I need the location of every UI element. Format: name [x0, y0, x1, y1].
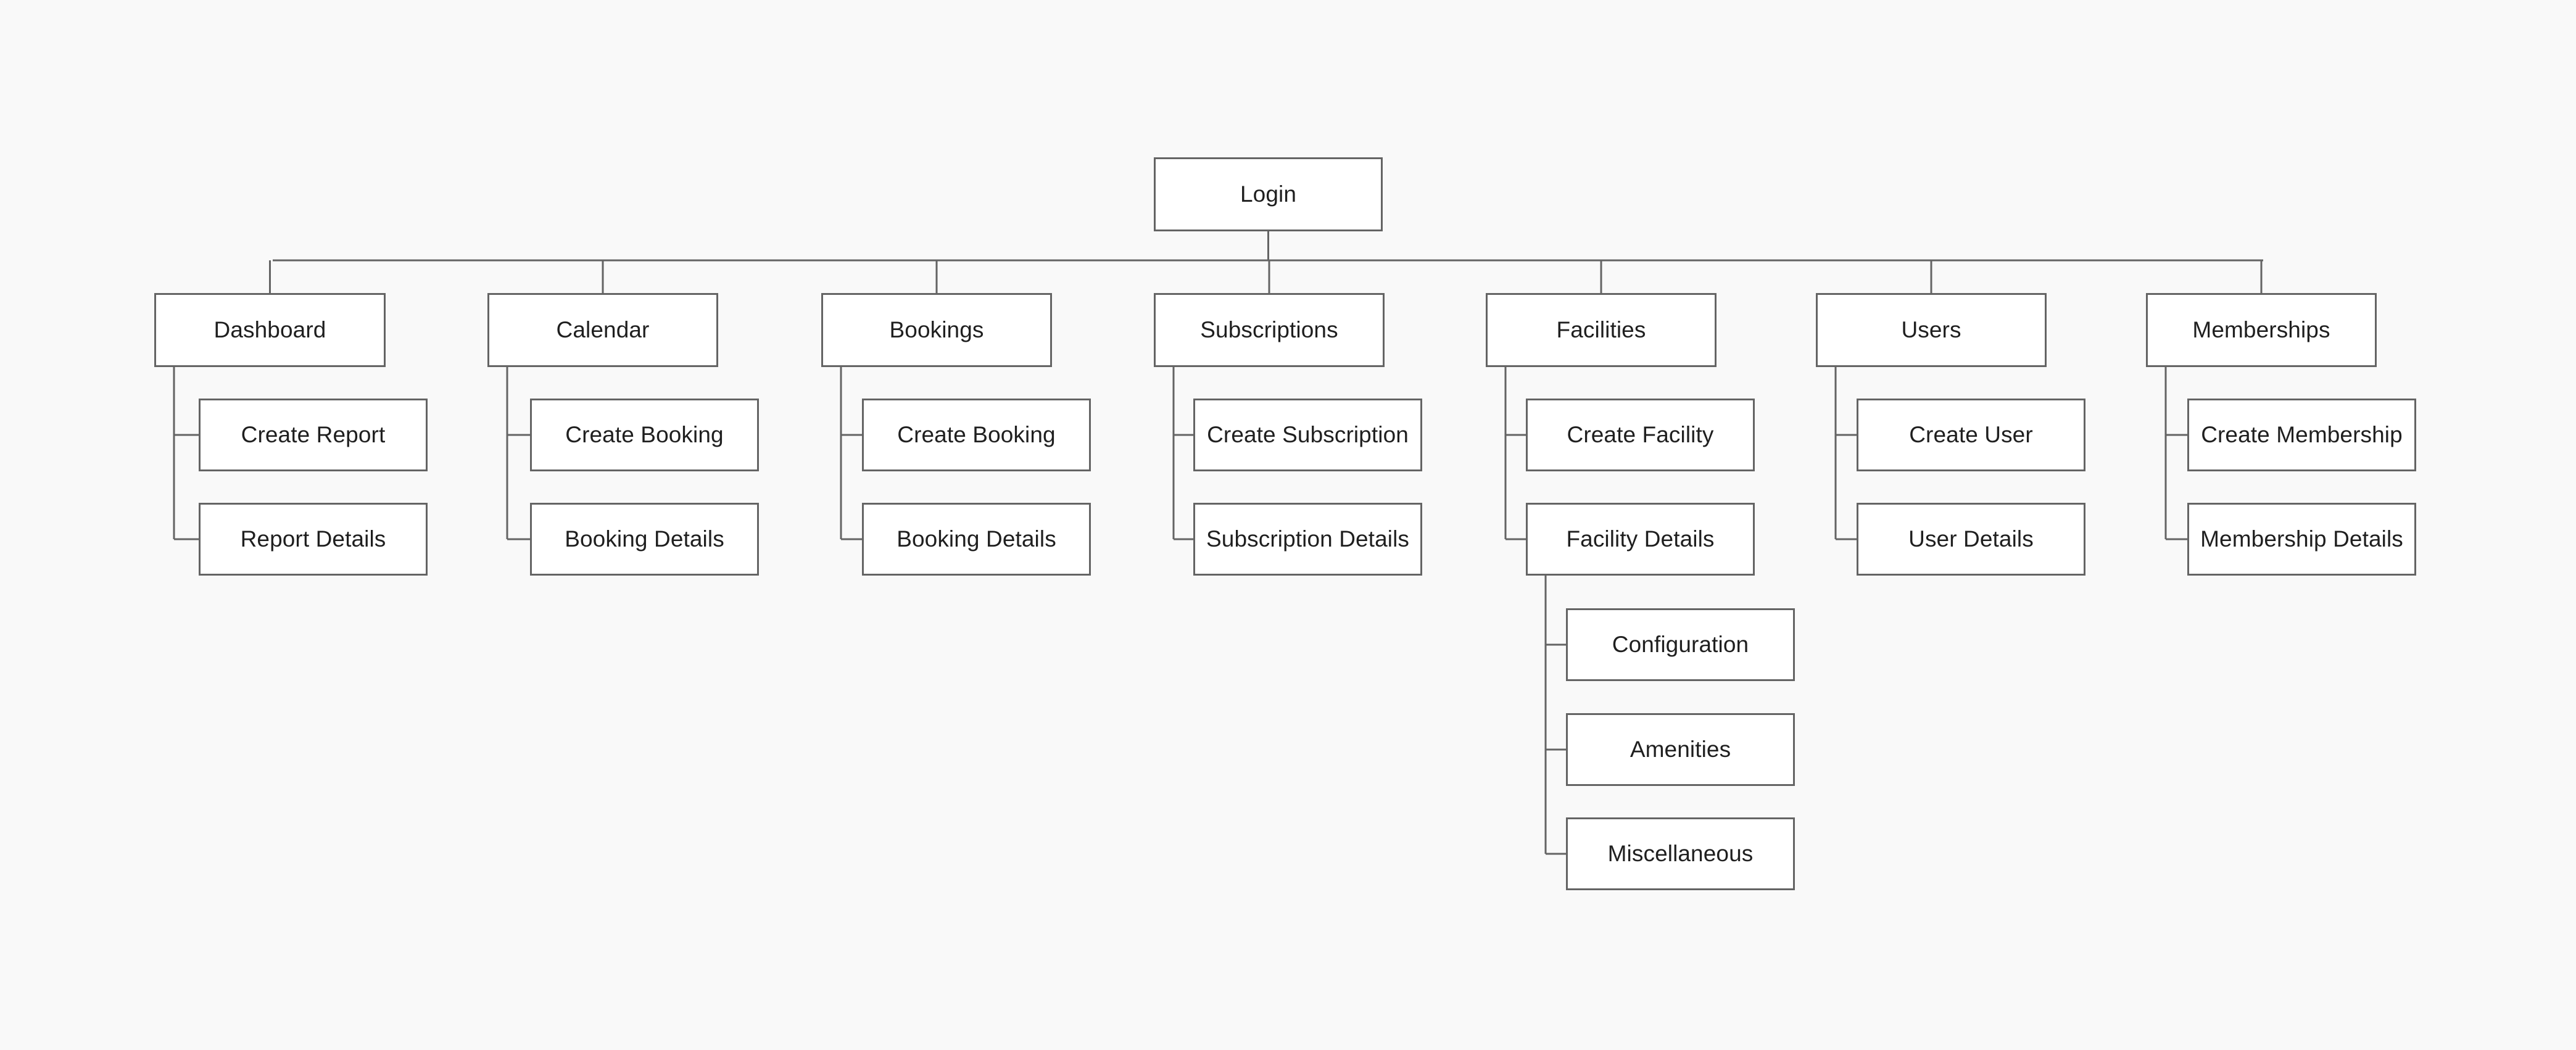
node-label: Memberships [2192, 316, 2330, 342]
node-label: Create User [1909, 421, 2033, 447]
node-create-booking-cal[interactable]: Create Booking [530, 399, 759, 471]
node-label: Subscriptions [1200, 316, 1338, 342]
node-create-membership[interactable]: Create Membership [2187, 399, 2416, 471]
node-label: Calendar [556, 316, 650, 342]
node-bookings[interactable]: Bookings [821, 293, 1052, 367]
node-label: Create Report [241, 421, 386, 447]
node-label: Miscellaneous [1607, 840, 1754, 866]
node-label: Membership Details [2200, 526, 2403, 552]
node-subscription-details[interactable]: Subscription Details [1193, 503, 1422, 576]
node-label: Report Details [240, 526, 386, 552]
node-subscriptions[interactable]: Subscriptions [1154, 293, 1385, 367]
node-label: Dashboard [213, 316, 326, 342]
node-user-details[interactable]: User Details [1857, 503, 2085, 576]
node-dashboard[interactable]: Dashboard [154, 293, 386, 367]
node-label: Bookings [889, 316, 984, 342]
node-create-booking-bk[interactable]: Create Booking [862, 399, 1091, 471]
node-users[interactable]: Users [1816, 293, 2047, 367]
node-label: User Details [1908, 526, 2034, 552]
node-label: Subscription Details [1206, 526, 1409, 552]
node-label: Facilities [1556, 316, 1646, 342]
node-booking-details-bk[interactable]: Booking Details [862, 503, 1091, 576]
node-facilities[interactable]: Facilities [1486, 293, 1717, 367]
node-create-report[interactable]: Create Report [199, 399, 428, 471]
node-label: Create Booking [565, 421, 724, 447]
node-label: Booking Details [565, 526, 724, 552]
node-report-details[interactable]: Report Details [199, 503, 428, 576]
node-label: Login [1240, 181, 1297, 207]
node-label: Create Subscription [1207, 421, 1409, 447]
node-create-user[interactable]: Create User [1857, 399, 2085, 471]
node-label: Amenities [1630, 736, 1731, 762]
node-membership-details[interactable]: Membership Details [2187, 503, 2416, 576]
node-create-facility[interactable]: Create Facility [1526, 399, 1755, 471]
node-label: Facility Details [1566, 526, 1715, 552]
node-miscellaneous[interactable]: Miscellaneous [1566, 817, 1795, 890]
node-booking-details-cal[interactable]: Booking Details [530, 503, 759, 576]
node-memberships[interactable]: Memberships [2146, 293, 2377, 367]
node-label: Create Booking [897, 421, 1056, 447]
node-facility-details[interactable]: Facility Details [1526, 503, 1755, 576]
node-label: Booking Details [897, 526, 1056, 552]
node-label: Create Membership [2201, 421, 2403, 447]
node-label: Create Facility [1567, 421, 1714, 447]
node-login[interactable]: Login [1154, 157, 1383, 231]
node-calendar[interactable]: Calendar [487, 293, 718, 367]
node-amenities[interactable]: Amenities [1566, 713, 1795, 786]
node-configuration[interactable]: Configuration [1566, 608, 1795, 681]
node-create-subscription[interactable]: Create Subscription [1193, 399, 1422, 471]
node-label: Configuration [1612, 631, 1749, 657]
node-label: Users [1901, 316, 1961, 342]
